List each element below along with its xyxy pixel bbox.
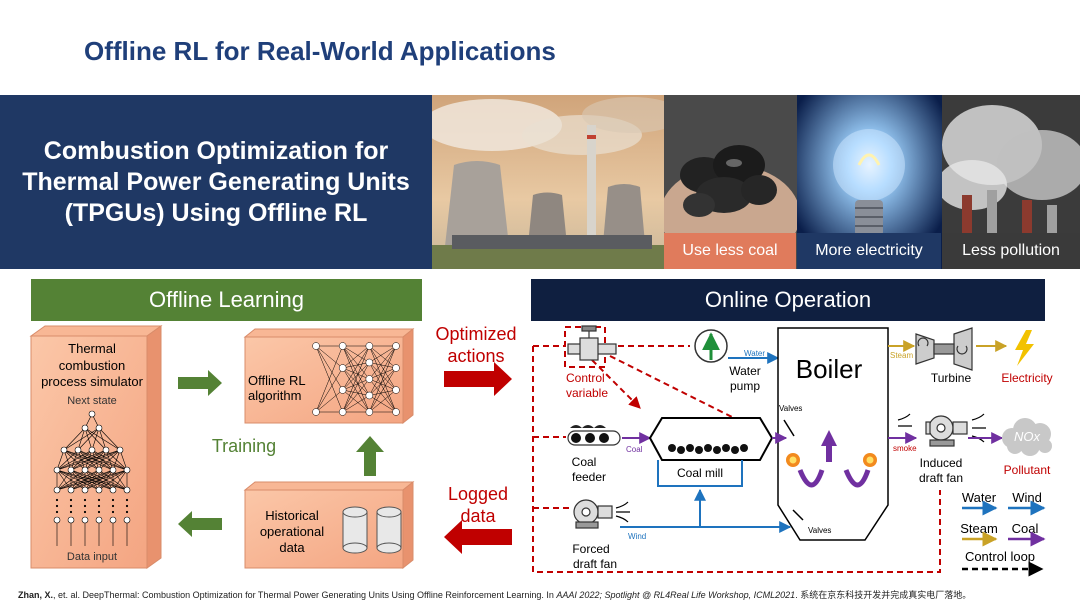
forced-draft-fan-icon bbox=[573, 499, 630, 529]
water-small-label: Water bbox=[744, 349, 765, 358]
turbine-label: Turbine bbox=[931, 371, 972, 385]
coal-feeder-line2: feeder bbox=[572, 470, 606, 484]
citation-note: . 系统在京东科技开发并完成真实电厂落地。 bbox=[795, 590, 972, 600]
simulator-label-line3: process simulator bbox=[41, 374, 144, 389]
water-pump-icon bbox=[694, 329, 728, 363]
legend-wind-label: Wind bbox=[1012, 490, 1042, 505]
nox-label: NOx bbox=[1014, 429, 1041, 444]
coal-feeder-icon bbox=[567, 425, 621, 446]
caption-more-electricity: More electricity bbox=[797, 233, 941, 269]
electricity-label: Electricity bbox=[1001, 371, 1052, 385]
logged-data-line2: data bbox=[460, 506, 496, 526]
caption-less-pollution: Less pollution bbox=[942, 233, 1080, 269]
next-state-label: Next state bbox=[67, 395, 117, 407]
control-valve-icon bbox=[567, 325, 617, 361]
boiler-shape bbox=[777, 327, 889, 541]
historical-label-line2: operational bbox=[260, 524, 324, 539]
legend-water-label: Water bbox=[962, 490, 997, 505]
boiler-label: Boiler bbox=[796, 354, 863, 384]
water-pump-line1: Water bbox=[729, 364, 761, 378]
valves-bottom-label: Valves bbox=[808, 526, 831, 535]
combustion-flow-icon bbox=[797, 469, 871, 488]
algorithm-label-line1: Offline RL bbox=[248, 373, 306, 388]
simulator-label-line1: Thermal bbox=[68, 341, 116, 356]
optimized-actions-line2: actions bbox=[447, 346, 504, 366]
induced-draft-fan-icon bbox=[897, 413, 986, 447]
forced-draft-fan-line2: draft fan bbox=[573, 557, 617, 571]
slide-title: Offline RL for Real-World Applications bbox=[84, 36, 556, 66]
logged-data-line1: Logged bbox=[448, 484, 508, 504]
turbine-icon bbox=[915, 327, 973, 371]
online-operation-header: Online Operation bbox=[531, 279, 1045, 321]
legend-coal-label: Coal bbox=[1012, 521, 1039, 536]
historical-label-line3: data bbox=[279, 540, 305, 555]
power-plant-photo bbox=[432, 95, 664, 269]
coal-mill-icon bbox=[648, 417, 774, 461]
right-arrow-icon bbox=[178, 370, 222, 396]
simulator-label-line2: combustion bbox=[59, 358, 125, 373]
valves-top-label: Valves bbox=[779, 404, 802, 413]
smoke-small-label: smoke bbox=[893, 444, 917, 453]
up-arrow-icon bbox=[356, 436, 384, 476]
algorithm-box bbox=[243, 327, 415, 425]
citation-text: , et. al. DeepThermal: Combustion Optimi… bbox=[53, 590, 557, 600]
coal-small-label: Coal bbox=[626, 445, 643, 454]
coal-mill-label: Coal mill bbox=[677, 466, 723, 480]
caption-use-less-coal: Use less coal bbox=[664, 233, 796, 269]
electricity-icon bbox=[1015, 330, 1034, 366]
pollutant-label: Pollutant bbox=[1004, 463, 1051, 477]
banner-title: Combustion Optimization for Thermal Powe… bbox=[22, 136, 410, 227]
citation: Zhan, X., et. al. DeepThermal: Combustio… bbox=[18, 588, 971, 601]
historical-label-line1: Historical bbox=[265, 508, 319, 523]
offline-learning-header: Offline Learning bbox=[31, 279, 422, 321]
historical-data-box bbox=[243, 480, 415, 570]
forced-draft-fan-line1: Forced bbox=[572, 542, 609, 556]
database-icon bbox=[342, 506, 402, 554]
burner-flames-icon bbox=[786, 453, 877, 467]
logged-data-arrow-icon bbox=[444, 520, 512, 554]
optimized-actions-line1: Optimized bbox=[435, 324, 516, 344]
coal-feeder-line1: Coal bbox=[572, 455, 597, 469]
water-pump-line2: pump bbox=[730, 379, 760, 393]
left-arrow-icon bbox=[178, 511, 222, 537]
nox-cloud-icon bbox=[1002, 418, 1052, 456]
wind-small-label: Wind bbox=[628, 532, 646, 541]
control-variable-line2: variable bbox=[566, 386, 608, 400]
induced-draft-fan-line1: Induced bbox=[920, 456, 963, 470]
simulator-network-icon bbox=[53, 410, 131, 546]
legend-steam-label: Steam bbox=[960, 521, 998, 536]
induced-draft-fan-line2: draft fan bbox=[919, 471, 963, 485]
steam-small-label: Steam bbox=[890, 351, 913, 360]
control-variable-line1: Control bbox=[566, 371, 605, 385]
algorithm-label-line2: algorithm bbox=[248, 388, 301, 403]
data-input-label: Data input bbox=[67, 551, 117, 563]
algorithm-network-icon bbox=[312, 342, 400, 416]
training-label: Training bbox=[212, 436, 276, 456]
optimized-actions-arrow-icon bbox=[444, 362, 512, 396]
citation-venue: AAAI 2022; Spotlight @ RL4Real Life Work… bbox=[556, 590, 796, 600]
citation-authors: Zhan, X. bbox=[18, 590, 54, 600]
legend-control-loop-label: Control loop bbox=[965, 549, 1035, 564]
